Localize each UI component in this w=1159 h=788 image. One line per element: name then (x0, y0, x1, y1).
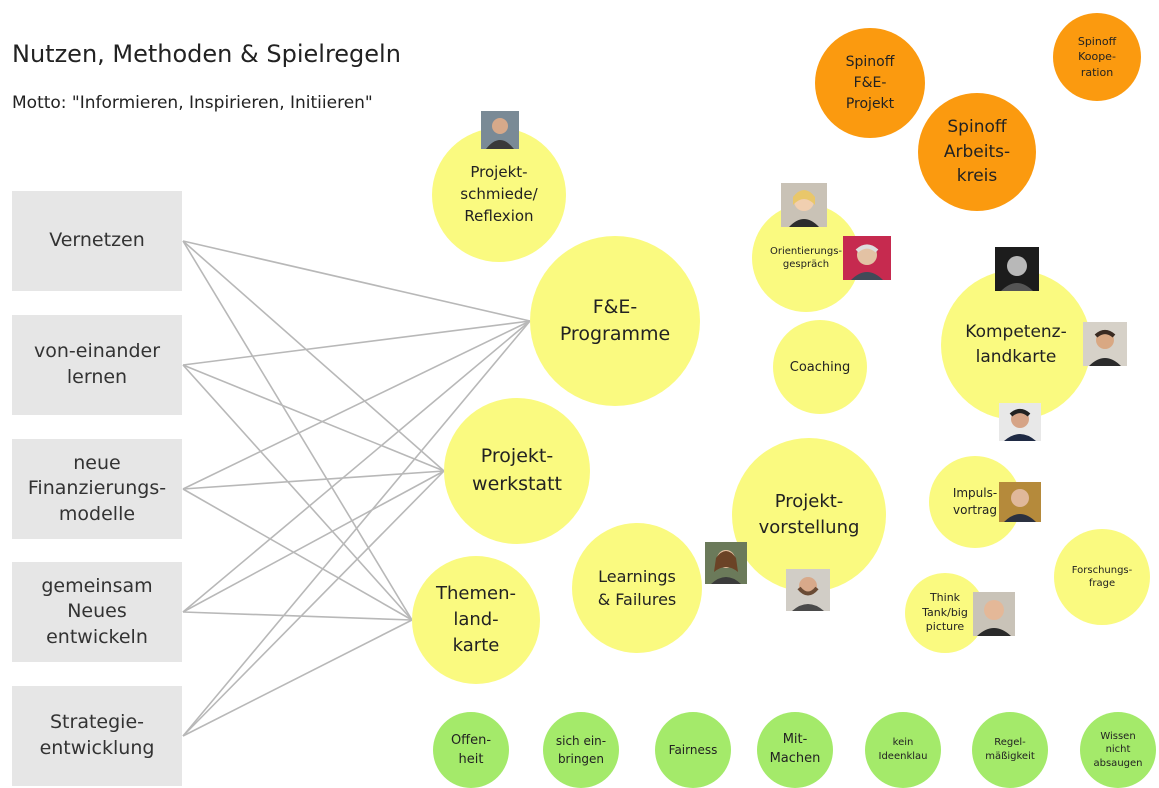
method-themenlandkarte: Themen- land- karte (412, 556, 540, 684)
rule-sich-einbringen: sich ein- bringen (543, 712, 619, 788)
avatar-photo (481, 111, 519, 149)
connector-line (182, 470, 445, 613)
connector-line (182, 470, 445, 490)
avatar-photo (999, 482, 1041, 522)
connector-line (182, 240, 445, 472)
avatar-photo (999, 403, 1041, 441)
connector-line (182, 488, 413, 621)
avatar-photo (705, 542, 747, 584)
method-projektschmiede: Projekt- schmiede/ Reflexion (432, 128, 566, 262)
avatar-photo (781, 183, 827, 227)
connector-line (182, 320, 531, 737)
page-title: Nutzen, Methoden & Spielregeln (12, 40, 401, 68)
rule-offenheit: Offen- heit (433, 712, 509, 788)
rule-fairness: Fairness (655, 712, 731, 788)
benefit-gemeinsam-neues: gemeinsam Neues entwickeln (12, 562, 182, 662)
method-coaching: Coaching (773, 320, 867, 414)
method-projektvorstellung: Projekt- vorstellung (732, 438, 886, 592)
spinoff-fe-projekt: Spinoff F&E- Projekt (815, 28, 925, 138)
connector-line (182, 320, 531, 490)
method-projektwerkstatt: Projekt- werkstatt (444, 398, 590, 544)
method-fe-programme: F&E- Programme (530, 236, 700, 406)
avatar-photo (973, 592, 1015, 636)
avatar-photo (843, 236, 891, 280)
connector-line (182, 470, 445, 737)
benefit-voneinander-lernen: von-einander lernen (12, 315, 182, 415)
avatar-photo (1083, 322, 1127, 366)
benefit-vernetzen: Vernetzen (12, 191, 182, 291)
rule-wissen-nicht-absaugen: Wissen nicht absaugen (1080, 712, 1156, 788)
avatar-photo (995, 247, 1039, 291)
rule-mitmachen: Mit- Machen (757, 712, 833, 788)
method-learnings-failures: Learnings & Failures (572, 523, 702, 653)
connector-line (182, 364, 445, 472)
connector-line (182, 619, 413, 737)
benefit-strategieentwicklung: Strategie- entwicklung (12, 686, 182, 786)
method-forschungsfrage: Forschungs- frage (1054, 529, 1150, 625)
benefit-finanzierungsmodelle: neue Finanzierungs- modelle (12, 439, 182, 539)
connector-line (182, 364, 413, 621)
connector-line (182, 611, 413, 621)
rule-kein-ideenklau: kein Ideenklau (865, 712, 941, 788)
method-kompetenzlandkarte: Kompetenz- landkarte (941, 270, 1091, 420)
motto-text: Motto: "Informieren, Inspirieren, Initii… (12, 93, 373, 113)
connector-line (182, 320, 531, 366)
avatar-photo (786, 569, 830, 611)
method-think-tank: Think Tank/big picture (905, 573, 985, 653)
spinoff-kooperation: Spinoff Koope- ration (1053, 13, 1141, 101)
method-orientierungsgespraech: Orientierungs- gespräch (752, 204, 860, 312)
spinoff-arbeitskreis: Spinoff Arbeits- kreis (918, 93, 1036, 211)
connector-line (182, 240, 531, 322)
connector-line (182, 240, 413, 621)
rule-regelmaessigkeit: Regel- mäßigkeit (972, 712, 1048, 788)
connector-line (182, 320, 531, 613)
